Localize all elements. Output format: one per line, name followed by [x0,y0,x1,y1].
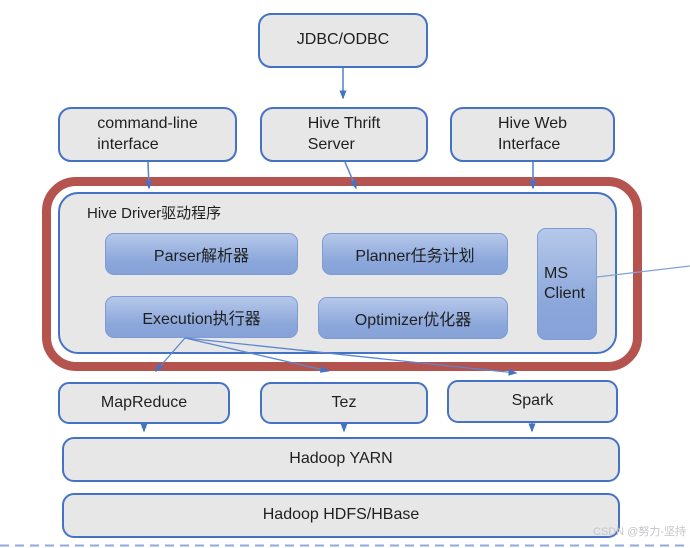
node-planner-label: Planner任务计划 [355,248,475,265]
node-hadoop-yarn-label: Hadoop YARN [289,450,393,468]
node-hadoop-yarn: Hadoop YARN [62,437,620,482]
node-hive-driver-label: Hive Driver驱动程序 [87,205,222,222]
node-hive-web-interface-label: Hive Web Interface [497,114,568,153]
node-hive-thrift-server: Hive Thrift Server [260,107,428,162]
node-planner: Planner任务计划 [322,233,508,275]
node-hadoop-hdfs-hbase-label: Hadoop HDFS/HBase [262,506,420,524]
node-parser-label: Parser解析器 [153,248,250,265]
node-mapreduce: MapReduce [58,382,230,424]
node-jdbc-odbc: JDBC/ODBC [258,13,428,68]
node-jdbc-odbc-label: JDBC/ODBC [296,31,390,49]
node-command-line-interface: command-line interface [58,107,237,162]
node-ms-client-label: MS [544,265,568,282]
node-spark: Spark [447,380,618,423]
node-hadoop-hdfs-hbase: Hadoop HDFS/HBase [62,493,620,538]
node-hive-web-interface: Hive Web Interface [450,107,615,162]
node-command-line-interface-label: command-line interface [97,114,198,153]
node-execution: Execution执行器 [105,296,298,338]
node-execution-label: Execution执行器 [142,311,261,328]
node-tez-label: Tez [331,393,357,411]
node-optimizer-label: Optimizer优化器 [354,312,472,329]
node-hive-thrift-server-label: Hive Thrift Server [307,114,381,153]
node-ms-client: MS Client [537,228,597,340]
node-optimizer: Optimizer优化器 [318,297,508,339]
node-parser: Parser解析器 [105,233,298,275]
node-spark-label: Spark [511,392,554,410]
node-tez: Tez [260,382,428,424]
watermark: CSDN @努力-坚持 [592,526,686,538]
node-mapreduce-label: MapReduce [100,393,188,411]
